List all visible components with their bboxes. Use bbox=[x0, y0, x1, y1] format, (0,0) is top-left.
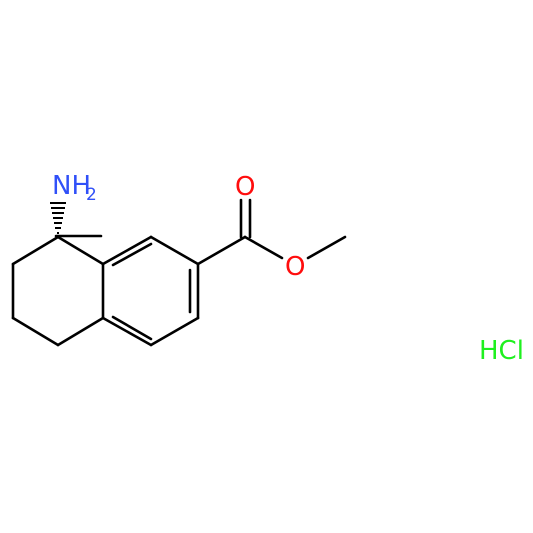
bond-c8a-c1-inner bbox=[111, 242, 153, 267]
bond-c4-c4a bbox=[101, 316, 153, 347]
hashed-wedge-bond bbox=[50, 202, 66, 234]
hcl-salt-label: HCl bbox=[479, 336, 524, 366]
amine-subscript-text: 2 bbox=[86, 185, 97, 205]
bond-c2-carbonyl bbox=[196, 235, 247, 266]
bond-c5-c4a bbox=[56, 316, 105, 347]
bond-c6-c5 bbox=[11, 316, 60, 347]
bond-c8a-c8 bbox=[56, 235, 105, 266]
bond-c4-c4a-inner bbox=[111, 315, 153, 341]
bond-c1-c2 bbox=[149, 235, 200, 266]
bond-oester-methyl bbox=[306, 235, 347, 260]
amine-nh-text: NH bbox=[52, 171, 91, 201]
bond-carbonyl-oester bbox=[243, 235, 284, 260]
bond-c3-c4 bbox=[149, 316, 200, 347]
carbonyl-oxygen-label: O bbox=[235, 172, 255, 202]
bond-c8a-c1 bbox=[101, 235, 153, 266]
ester-oxygen-label: O bbox=[285, 252, 305, 282]
amine-label: NH 2 bbox=[52, 171, 97, 205]
bond-c8-c7 bbox=[11, 235, 60, 266]
skeleton-bonds bbox=[11, 198, 347, 347]
